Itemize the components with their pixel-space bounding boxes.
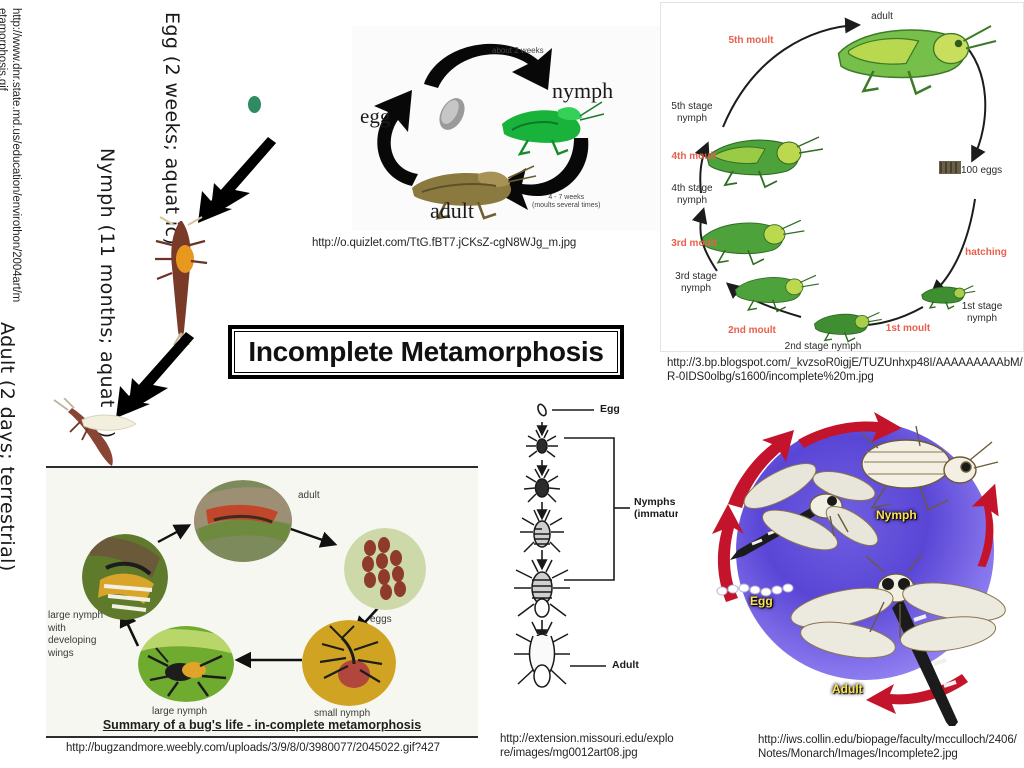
missouri-life-cycle-image: Egg Nymphs (immature) Adult bbox=[498, 398, 678, 698]
weebly-label-large-nymph: large nymph bbox=[152, 706, 208, 717]
blogspot-label-1st-stage-nymph: 1st stage nymph bbox=[961, 301, 1003, 324]
mayfly-adult-image bbox=[52, 397, 150, 470]
missouri-stages bbox=[514, 403, 630, 688]
blogspot-label-3rd-stage-nymph: 3rd stage nymph bbox=[675, 271, 717, 294]
collin-label-adult: Adult bbox=[832, 682, 863, 696]
missouri-label-nymphs: Nymphs (immature) bbox=[634, 496, 678, 521]
mayfly-arrow-egg-to-nymph bbox=[198, 137, 276, 223]
blogspot-label-eggs: 100 eggs bbox=[961, 165, 1003, 176]
blogspot-transition-2nd-moult: 2nd moult bbox=[728, 325, 776, 336]
mayfly-stage-label-adult: Adult (2 days; terrestrial) bbox=[0, 322, 18, 572]
blogspot-transition-4th-moult: 4th moult bbox=[671, 151, 717, 162]
collin-label-nymph: Nymph bbox=[876, 508, 917, 522]
quizlet-label-nymph: nymph bbox=[552, 78, 614, 103]
missouri-label-adult: Adult bbox=[612, 659, 639, 671]
quizlet-label-egg: egg bbox=[360, 104, 391, 128]
missouri-source-url: http://extension.missouri.edu/explore/im… bbox=[500, 733, 674, 759]
quizlet-annotation-egg-to-nymph: about 2 weeks bbox=[492, 46, 544, 55]
mayfly-source-url: http://www.dnr.state.md.us/education/env… bbox=[0, 8, 22, 303]
quizlet-label-adult: adult bbox=[430, 198, 474, 223]
blogspot-label-adult: adult bbox=[871, 11, 893, 22]
weebly-diagram-title: Summary of a bug's life - in-complete me… bbox=[102, 718, 422, 732]
weebly-photo-small-nymph bbox=[302, 620, 396, 706]
collin-source-url: http://iws.collin.edu/biopage/faculty/mc… bbox=[758, 734, 1017, 760]
blogspot-label-4th-stage-nymph: 4th stage nymph bbox=[671, 183, 713, 206]
collin-life-cycle-image: Nymph Egg Adult bbox=[706, 404, 1016, 726]
weebly-source-url: http://bugzandmore.weebly.com/uploads/3/… bbox=[66, 742, 440, 754]
missouri-label-egg: Egg bbox=[600, 403, 620, 415]
mayfly-life-cycle-diagram: http://www.dnr.state.md.us/education/env… bbox=[0, 0, 340, 572]
blogspot-label-5th-stage-nymph: 5th stage nymph bbox=[671, 101, 713, 124]
slide-title-box: Incomplete Metamorphosis bbox=[228, 325, 624, 379]
weebly-photo-large-nymph bbox=[138, 626, 234, 702]
weebly-label-eggs: eggs bbox=[370, 614, 392, 625]
blogspot-life-cycle-image: adult 5th stage nymph 4th stage nymph 3r… bbox=[660, 2, 1024, 352]
quizlet-arrows bbox=[374, 43, 605, 220]
blogspot-transition-hatching: hatching bbox=[965, 247, 1007, 258]
mayfly-nymph-image bbox=[150, 215, 212, 346]
quizlet-annotation-nymph-to-adult: 4 - 7 weeks (moults several times) bbox=[532, 194, 601, 210]
page-title: Incomplete Metamorphosis bbox=[248, 336, 604, 367]
collin-diagram-graphics bbox=[712, 412, 1006, 726]
weebly-photo-large-nymph-developing-wings bbox=[82, 534, 168, 620]
weebly-photo-eggs bbox=[344, 528, 426, 610]
blogspot-arrows bbox=[691, 17, 997, 343]
quizlet-life-cycle-image: egg nymph adult about 2 weeks 4 - 7 week… bbox=[352, 26, 662, 231]
blogspot-transition-5th-moult: 5th moult bbox=[728, 35, 774, 46]
mayfly-arrow-nymph-to-adult bbox=[116, 332, 194, 418]
quizlet-source-url: http://o.quizlet.com/TtG.fBT7.jCKsZ-cgN8… bbox=[312, 237, 577, 249]
weebly-photo-adult bbox=[194, 480, 292, 562]
blogspot-transition-3rd-moult: 3rd moult bbox=[671, 238, 717, 249]
blogspot-source-url: http://3.bp.blogspot.com/_kvzsoR0igjE/TU… bbox=[667, 357, 1023, 383]
blogspot-label-2nd-stage-nymph: 2nd stage nymph bbox=[784, 341, 862, 352]
weebly-life-cycle-image: adult eggs bbox=[46, 466, 478, 738]
weebly-label-large-nymph-developing-wings: large nymph with developing wings bbox=[48, 610, 104, 659]
weebly-label-small-nymph: small nymph bbox=[314, 708, 371, 719]
mayfly-egg-image bbox=[248, 96, 261, 113]
weebly-label-adult: adult bbox=[298, 490, 320, 501]
blogspot-transition-1st-moult: 1st moult bbox=[885, 323, 931, 334]
collin-label-egg: Egg bbox=[750, 594, 773, 608]
